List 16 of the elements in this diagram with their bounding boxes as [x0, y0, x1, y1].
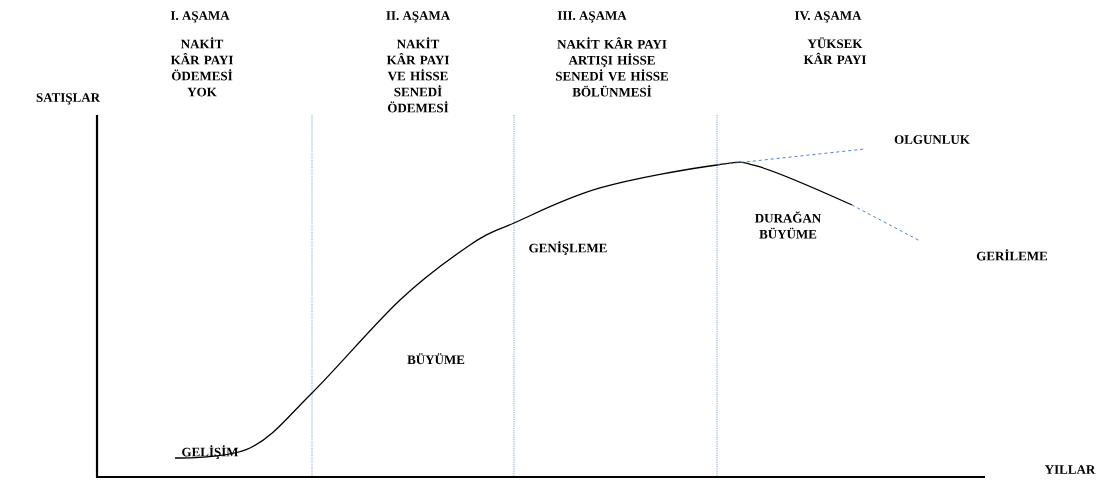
- stage-heading: I. AŞAMA: [170, 11, 230, 23]
- stage-note: NAKİT KÂR PAYI ARTIŞI HİSSE SENEDİ VE HİSSE BÖLÜNMESİ: [556, 37, 669, 97]
- phase-label: DURAĞAN BÜYÜME: [755, 211, 822, 239]
- stage-note: NAKİT KÂR PAYI ÖDEMESİ YOK: [170, 37, 233, 97]
- phase-label: GELİŞİM: [182, 445, 239, 459]
- phase-label: BÜYÜME: [407, 353, 465, 365]
- phase-label: OLGUNLUK: [894, 135, 970, 144]
- stage-heading: IV. AŞAMA: [795, 11, 862, 23]
- stage-note: YÜKSEK KÂR PAYI: [803, 37, 866, 64]
- axis-label: SATIŞLAR: [36, 93, 101, 105]
- stage-heading: III. AŞAMA: [557, 11, 627, 23]
- phase-label: GERİLEME: [976, 249, 1048, 261]
- stage-heading: II. AŞAMA: [386, 11, 451, 23]
- phase-label: GENİŞLEME: [529, 241, 607, 255]
- axis-label: YILLAR: [1044, 465, 1096, 474]
- stage-note: NAKİT KÂR PAYI VE HİSSE SENEDİ ÖDEMESİ: [386, 37, 449, 113]
